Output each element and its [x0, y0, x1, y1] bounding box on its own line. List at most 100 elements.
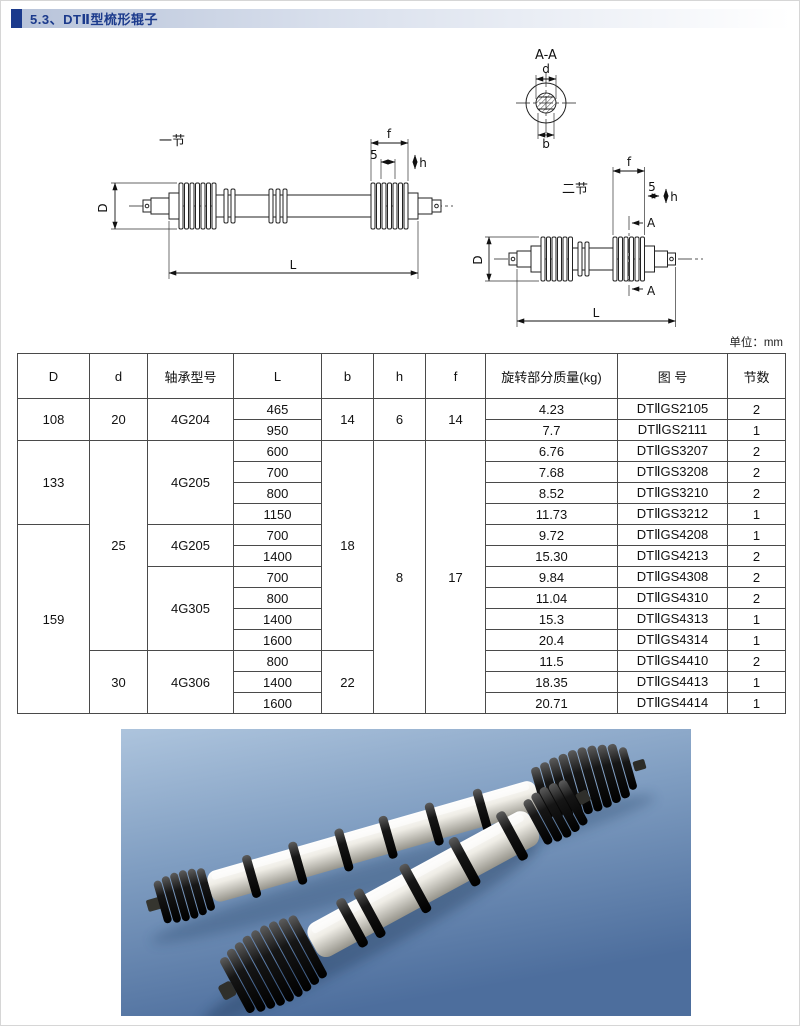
table-cell: 2 [727, 566, 786, 588]
table-cell: DTⅡGS4310 [617, 587, 728, 609]
table-cell: 1150 [233, 503, 322, 525]
dim-label-b: b [542, 137, 550, 151]
table-cell: 2 [727, 440, 786, 462]
product-photo [121, 729, 691, 1016]
table-cell: 9.84 [485, 566, 618, 588]
table-cell: 4.23 [485, 398, 618, 420]
dim-label-h-two: h [670, 190, 678, 204]
table-cell: 20.71 [485, 692, 618, 714]
table-cell: DTⅡGS4410 [617, 650, 728, 672]
one-section-label: 一节 [159, 134, 185, 149]
roller-photo-front [218, 780, 591, 1014]
table-cell: 1600 [233, 629, 322, 651]
table-cell: 2 [727, 461, 786, 483]
table-cell: 800 [233, 587, 322, 609]
dim-label-h-one: h [419, 156, 427, 170]
table-header-cell: D [17, 353, 90, 399]
section-cut-label-bottom: A [647, 284, 656, 298]
table-cell: DTⅡGS4414 [617, 692, 728, 714]
table-header-cell: h [373, 353, 426, 399]
table-cell: 14 [425, 398, 486, 441]
dim-label-L-two: L [593, 306, 600, 320]
table-cell: 6.76 [485, 440, 618, 462]
table-cell: 20.4 [485, 629, 618, 651]
table-cell: DTⅡGS3207 [617, 440, 728, 462]
table-cell: DTⅡGS4314 [617, 629, 728, 651]
header-accent-square [11, 9, 22, 28]
table-cell: 2 [727, 650, 786, 672]
table-header-cell: b [321, 353, 374, 399]
table-cell: 9.72 [485, 524, 618, 546]
table-cell: DTⅡGS4308 [617, 566, 728, 588]
table-cell: DTⅡGS3208 [617, 461, 728, 483]
table-cell: 800 [233, 482, 322, 504]
table-cell: 20 [89, 398, 148, 441]
table-cell: 4G305 [147, 566, 234, 651]
section-header-bar: 5.3、DTⅡ型梳形辊子 [11, 9, 791, 28]
table-header-cell: L [233, 353, 322, 399]
table-cell: DTⅡGS3212 [617, 503, 728, 525]
table-cell: 30 [89, 650, 148, 714]
table-cell: DTⅡGS3210 [617, 482, 728, 504]
table-cell: 950 [233, 419, 322, 441]
table-cell: 700 [233, 524, 322, 546]
table-header-cell: f [425, 353, 486, 399]
table-cell: 1 [727, 692, 786, 714]
table-cell: 1400 [233, 608, 322, 630]
table-cell: 18.35 [485, 671, 618, 693]
table-header-cell: 旋转部分质量(kg) [485, 353, 618, 399]
section-title: 5.3、DTⅡ型梳形辊子 [30, 12, 158, 27]
table-cell: 2 [727, 482, 786, 504]
dim-label-5-two: 5 [648, 180, 656, 194]
table-cell: 2 [727, 587, 786, 609]
table-cell: 11.5 [485, 650, 618, 672]
section-cut-label-top: A [647, 216, 656, 230]
table-cell: 8 [373, 440, 426, 714]
table-cell: 6 [373, 398, 426, 441]
table-cell: 1400 [233, 545, 322, 567]
table-cell: 14 [321, 398, 374, 441]
two-section-label: 二节 [562, 182, 588, 197]
dim-label-f-two: f [627, 155, 632, 169]
unit-note: 单位：mm [729, 337, 783, 349]
table-cell: DTⅡGS4208 [617, 524, 728, 546]
table-cell: 1 [727, 608, 786, 630]
table-cell: DTⅡGS2111 [617, 419, 728, 441]
table-cell: 1 [727, 419, 786, 441]
table-cell: 800 [233, 650, 322, 672]
drawing-section-view: A-A d b [516, 48, 576, 151]
table-header-cell: 图 号 [617, 353, 728, 399]
table-cell: 4G205 [147, 440, 234, 525]
table-cell: 8.52 [485, 482, 618, 504]
table-cell: 1 [727, 629, 786, 651]
table-header-cell: 节数 [727, 353, 786, 399]
table-cell: 15.3 [485, 608, 618, 630]
table-cell: 108 [17, 398, 90, 441]
table-cell: 2 [727, 545, 786, 567]
table-cell: 2 [727, 398, 786, 420]
table-cell: 17 [425, 440, 486, 714]
table-header-cell: 轴承型号 [147, 353, 234, 399]
table-cell: 1 [727, 503, 786, 525]
table-cell: 700 [233, 566, 322, 588]
table-cell: 133 [17, 440, 90, 525]
dim-label-d: d [542, 62, 550, 76]
table-cell: 1400 [233, 671, 322, 693]
dim-label-5-one: 5 [370, 148, 378, 162]
table-cell: 22 [321, 650, 374, 714]
table-cell: 4G306 [147, 650, 234, 714]
